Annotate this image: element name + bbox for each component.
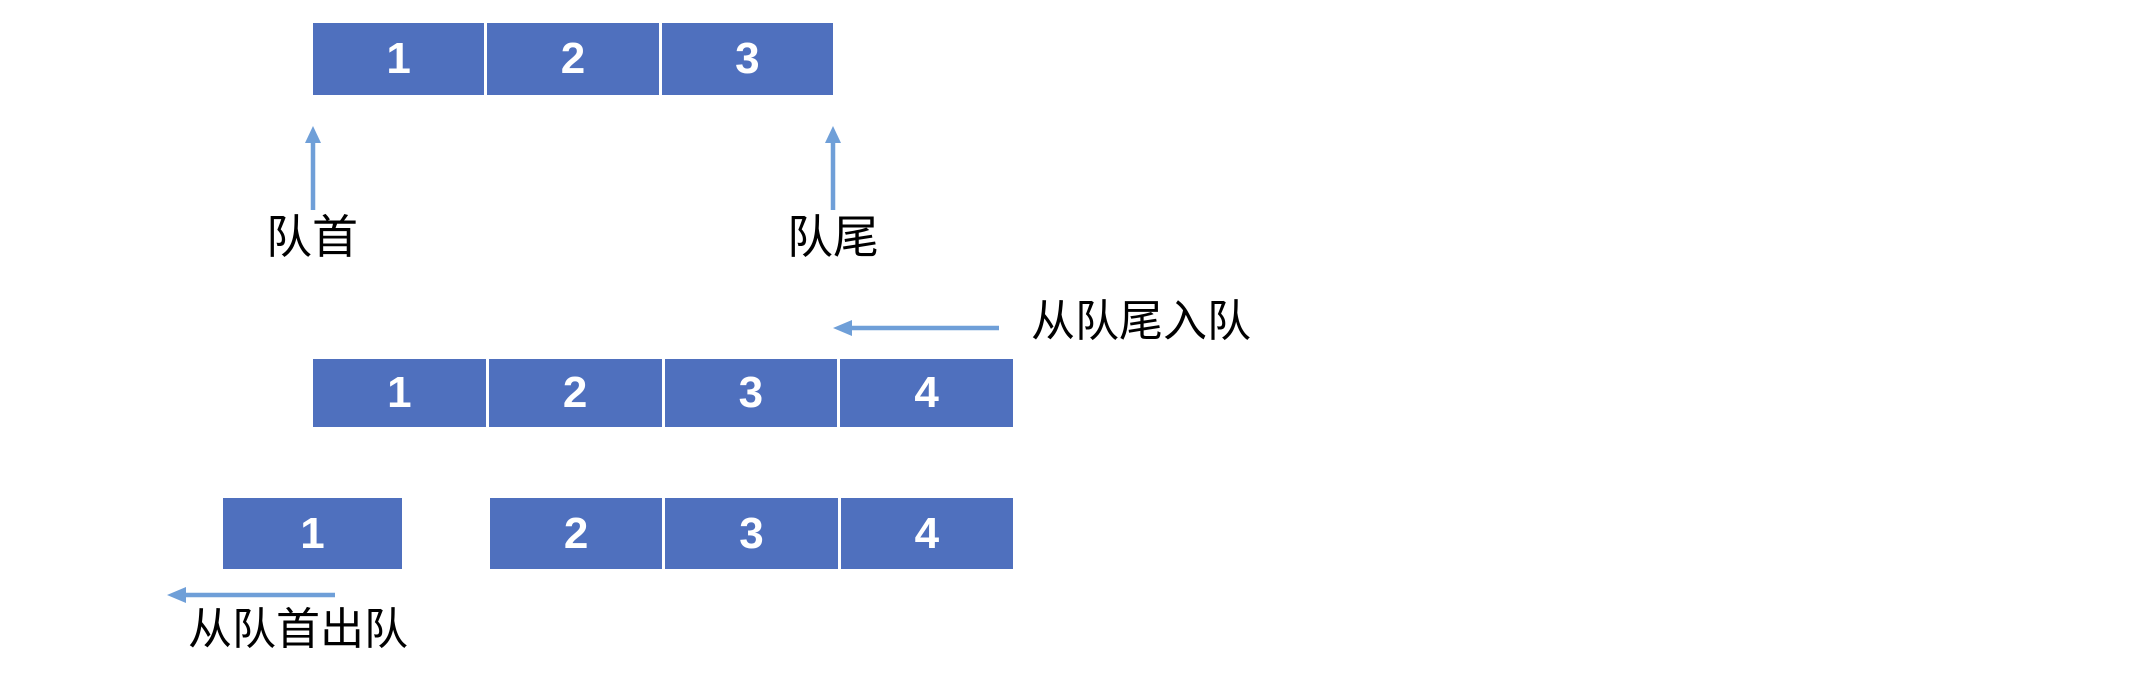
queue-cell: 3 bbox=[661, 23, 833, 95]
queue-cell: 1 bbox=[313, 23, 485, 95]
enqueued-queue-row: 1 2 3 4 bbox=[313, 359, 1013, 427]
initial-queue-row: 1 2 3 bbox=[313, 23, 833, 95]
queue-cell: 2 bbox=[488, 359, 662, 427]
dequeue-label: 从队首出队 bbox=[188, 605, 408, 654]
rear-label: 队尾 bbox=[787, 211, 879, 263]
queue-cell: 1 bbox=[313, 359, 486, 427]
remaining-queue-row: 2 3 4 bbox=[490, 498, 1013, 569]
enqueue-label: 从队尾入队 bbox=[1031, 297, 1251, 346]
queue-cell: 2 bbox=[490, 498, 663, 569]
up-arrow-icon bbox=[825, 126, 841, 210]
queue-cell: 4 bbox=[840, 359, 1013, 427]
left-arrow-icon bbox=[167, 587, 335, 603]
up-arrow-icon bbox=[305, 126, 321, 210]
front-label: 队首 bbox=[266, 211, 358, 263]
queue-cell: 1 bbox=[223, 498, 402, 569]
dequeued-element: 1 bbox=[223, 498, 402, 569]
queue-cell: 3 bbox=[665, 498, 838, 569]
queue-cell: 2 bbox=[487, 23, 659, 95]
queue-cell: 3 bbox=[664, 359, 838, 427]
queue-cell: 4 bbox=[840, 498, 1013, 569]
left-arrow-icon bbox=[833, 320, 999, 336]
